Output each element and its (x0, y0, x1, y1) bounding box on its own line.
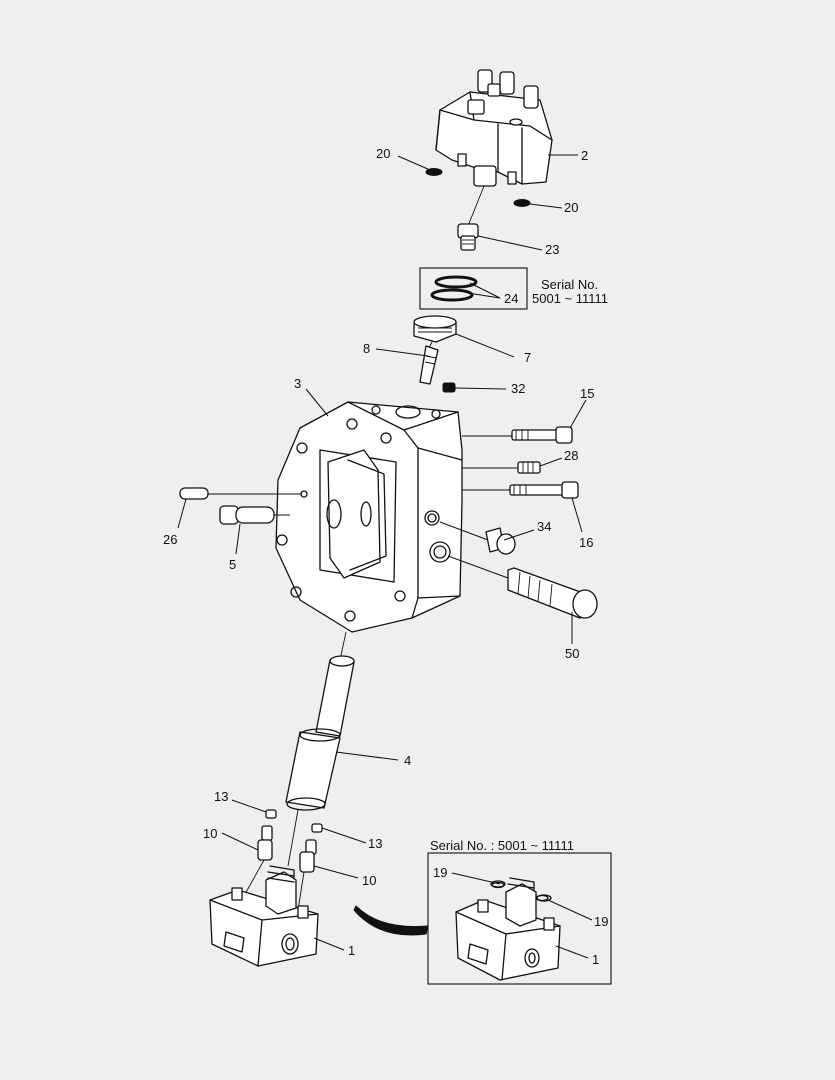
part-15-bolt (462, 426, 573, 444)
part-34-plug (439, 521, 516, 555)
part-5-plug (219, 505, 290, 525)
label-50: 50 (565, 646, 579, 661)
serial-box-bottom (427, 852, 612, 985)
curved-arrow (353, 905, 429, 936)
part-50-valve (447, 555, 598, 619)
label-26: 26 (163, 532, 177, 547)
part-13-cap-left (265, 809, 277, 819)
serial-top-line2: 5001 ~ 11111 (532, 291, 608, 306)
label-24: 24 (504, 291, 518, 306)
label-34: 34 (537, 519, 551, 534)
part-labels: 20 2 20 23 24 Serial No. 5001 ~ 11111 7 … (163, 146, 608, 967)
leader-lines (177, 154, 593, 959)
part-3-housing (275, 401, 463, 633)
label-13-left: 13 (214, 789, 228, 804)
part-32-plug (442, 382, 456, 393)
part-8-pin (419, 345, 439, 385)
serial-top-line1: Serial No. (541, 277, 598, 292)
part-4-sleeve (285, 655, 355, 811)
label-19-right: 19 (594, 914, 608, 929)
part-23-plug (457, 223, 479, 251)
label-20-left: 20 (376, 146, 390, 161)
part-7-cap (413, 315, 457, 343)
label-10-right: 10 (362, 873, 376, 888)
label-19-left: 19 (433, 865, 447, 880)
label-15: 15 (580, 386, 594, 401)
label-8: 8 (363, 341, 370, 356)
part-10-fitting-left (257, 825, 273, 861)
part-24-oring-1 (434, 275, 478, 289)
part-20-seal-right (513, 199, 531, 207)
label-2: 2 (581, 148, 588, 163)
label-13-right: 13 (368, 836, 382, 851)
part-19-seal-left (490, 880, 506, 888)
label-28: 28 (564, 448, 578, 463)
part-1-base-inset (455, 877, 561, 981)
part-1-base (209, 865, 319, 967)
serial-box-top (419, 267, 528, 310)
part-13-cap-right (311, 823, 323, 833)
part-16-bolt (462, 481, 579, 499)
label-5: 5 (229, 557, 236, 572)
label-3: 3 (294, 376, 301, 391)
serial-bottom-title: Serial No. : 5001 ~ 11111 (430, 838, 574, 853)
label-7: 7 (524, 350, 531, 365)
part-24-oring-2 (430, 288, 474, 302)
part-20-seal-left (425, 168, 443, 176)
part-19-seal-right (536, 894, 552, 902)
label-4: 4 (404, 753, 411, 768)
label-32: 32 (511, 381, 525, 396)
label-16: 16 (579, 535, 593, 550)
part-2-cover (435, 69, 553, 187)
label-10-left: 10 (203, 826, 217, 841)
part-26-dowel (179, 487, 302, 500)
part-10-fitting-right (299, 839, 317, 873)
label-23: 23 (545, 242, 559, 257)
label-1-inset: 1 (592, 952, 599, 967)
label-1: 1 (348, 943, 355, 958)
label-20-right: 20 (564, 200, 578, 215)
part-28-setscrew (462, 461, 541, 474)
